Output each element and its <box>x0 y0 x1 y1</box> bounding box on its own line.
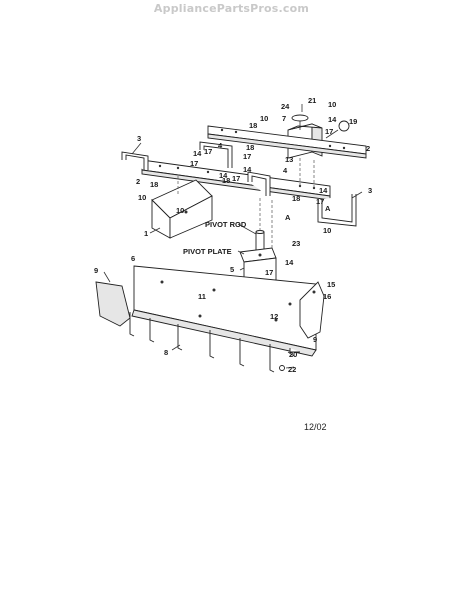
callout-14: 14 <box>193 149 202 158</box>
right-side-bracket <box>317 194 357 227</box>
callout-17: 17 <box>325 127 333 136</box>
upper-frame-bar <box>207 125 367 159</box>
callout-1: 1 <box>144 229 148 238</box>
callout-18: 18 <box>292 194 300 203</box>
pivot-rod <box>255 230 265 251</box>
callout-21: 21 <box>308 96 316 105</box>
callout-14: 14 <box>328 115 337 124</box>
callout-20: 20 <box>289 350 297 359</box>
callout-11: 11 <box>198 292 206 301</box>
callout-24: 24 <box>281 102 290 111</box>
callout-7: 7 <box>282 114 286 123</box>
center-support <box>151 179 213 239</box>
callout-15: 15 <box>327 280 335 289</box>
lower-small-bracket <box>247 171 271 196</box>
callout-2: 2 <box>366 144 370 153</box>
callout-9: 9 <box>94 266 98 275</box>
callout-14: 14 <box>219 171 228 180</box>
blade <box>131 265 317 357</box>
callout-13: 13 <box>285 155 293 164</box>
callout-4: 4 <box>283 166 288 175</box>
callout-14: 14 <box>243 165 252 174</box>
callout-17: 17 <box>316 197 324 206</box>
callout-14: 14 <box>319 186 328 195</box>
callout-3: 3 <box>137 134 141 143</box>
callout-16: 16 <box>323 292 331 301</box>
callout-3: 3 <box>368 186 372 195</box>
callout-18: 18 <box>222 176 230 185</box>
callout-14: 14 <box>285 258 294 267</box>
callout-9: 9 <box>313 335 317 344</box>
callout-10: 10 <box>328 100 336 109</box>
callout-17: 17 <box>243 152 251 161</box>
site-watermark: AppliancePartsPros.com <box>153 2 310 15</box>
hitch-pin <box>325 120 350 139</box>
callout-8: 8 <box>164 348 168 357</box>
callout-A: A <box>285 213 291 222</box>
callout-2: 2 <box>136 177 140 186</box>
callout-10: 10 <box>323 226 331 235</box>
callout-19: 19 <box>349 117 357 126</box>
bottom-bolt <box>279 365 285 371</box>
callout-4: 4 <box>218 141 223 150</box>
callout-17: 17 <box>265 268 273 277</box>
callout-10: 10 <box>260 114 268 123</box>
callout-18: 18 <box>246 143 254 152</box>
right-end-plate <box>299 281 325 339</box>
upper-small-bracket <box>199 141 233 168</box>
callout-17: 17 <box>204 147 212 156</box>
callout-A: A <box>325 204 331 213</box>
callout-10: 10 <box>176 206 184 215</box>
left-side-bracket <box>121 151 149 170</box>
left-end-plate <box>95 281 131 327</box>
callout-17: 17 <box>190 159 198 168</box>
assembly-lines <box>177 158 315 250</box>
callout-23: 23 <box>292 239 300 248</box>
date-code: 12/02 <box>304 422 327 432</box>
callout-6: 6 <box>131 254 135 263</box>
tine-teeth <box>129 312 300 373</box>
callout-17: 17 <box>232 174 240 183</box>
callout-18: 18 <box>150 180 158 189</box>
leader-lines <box>103 142 363 369</box>
callout-12: 12 <box>270 312 278 321</box>
callout-labels: 21 24 10 7 19 10 14 18 17 3 18 4 14 17 2… <box>94 96 372 374</box>
callout-18: 18 <box>249 121 257 130</box>
callout-5: 5 <box>230 265 234 274</box>
callout-22: 22 <box>288 365 296 374</box>
pivot-rod-label: PIVOT ROD <box>205 220 247 229</box>
callout-10: 10 <box>138 193 146 202</box>
pivot-plate-label: PIVOT PLATE <box>183 247 232 256</box>
